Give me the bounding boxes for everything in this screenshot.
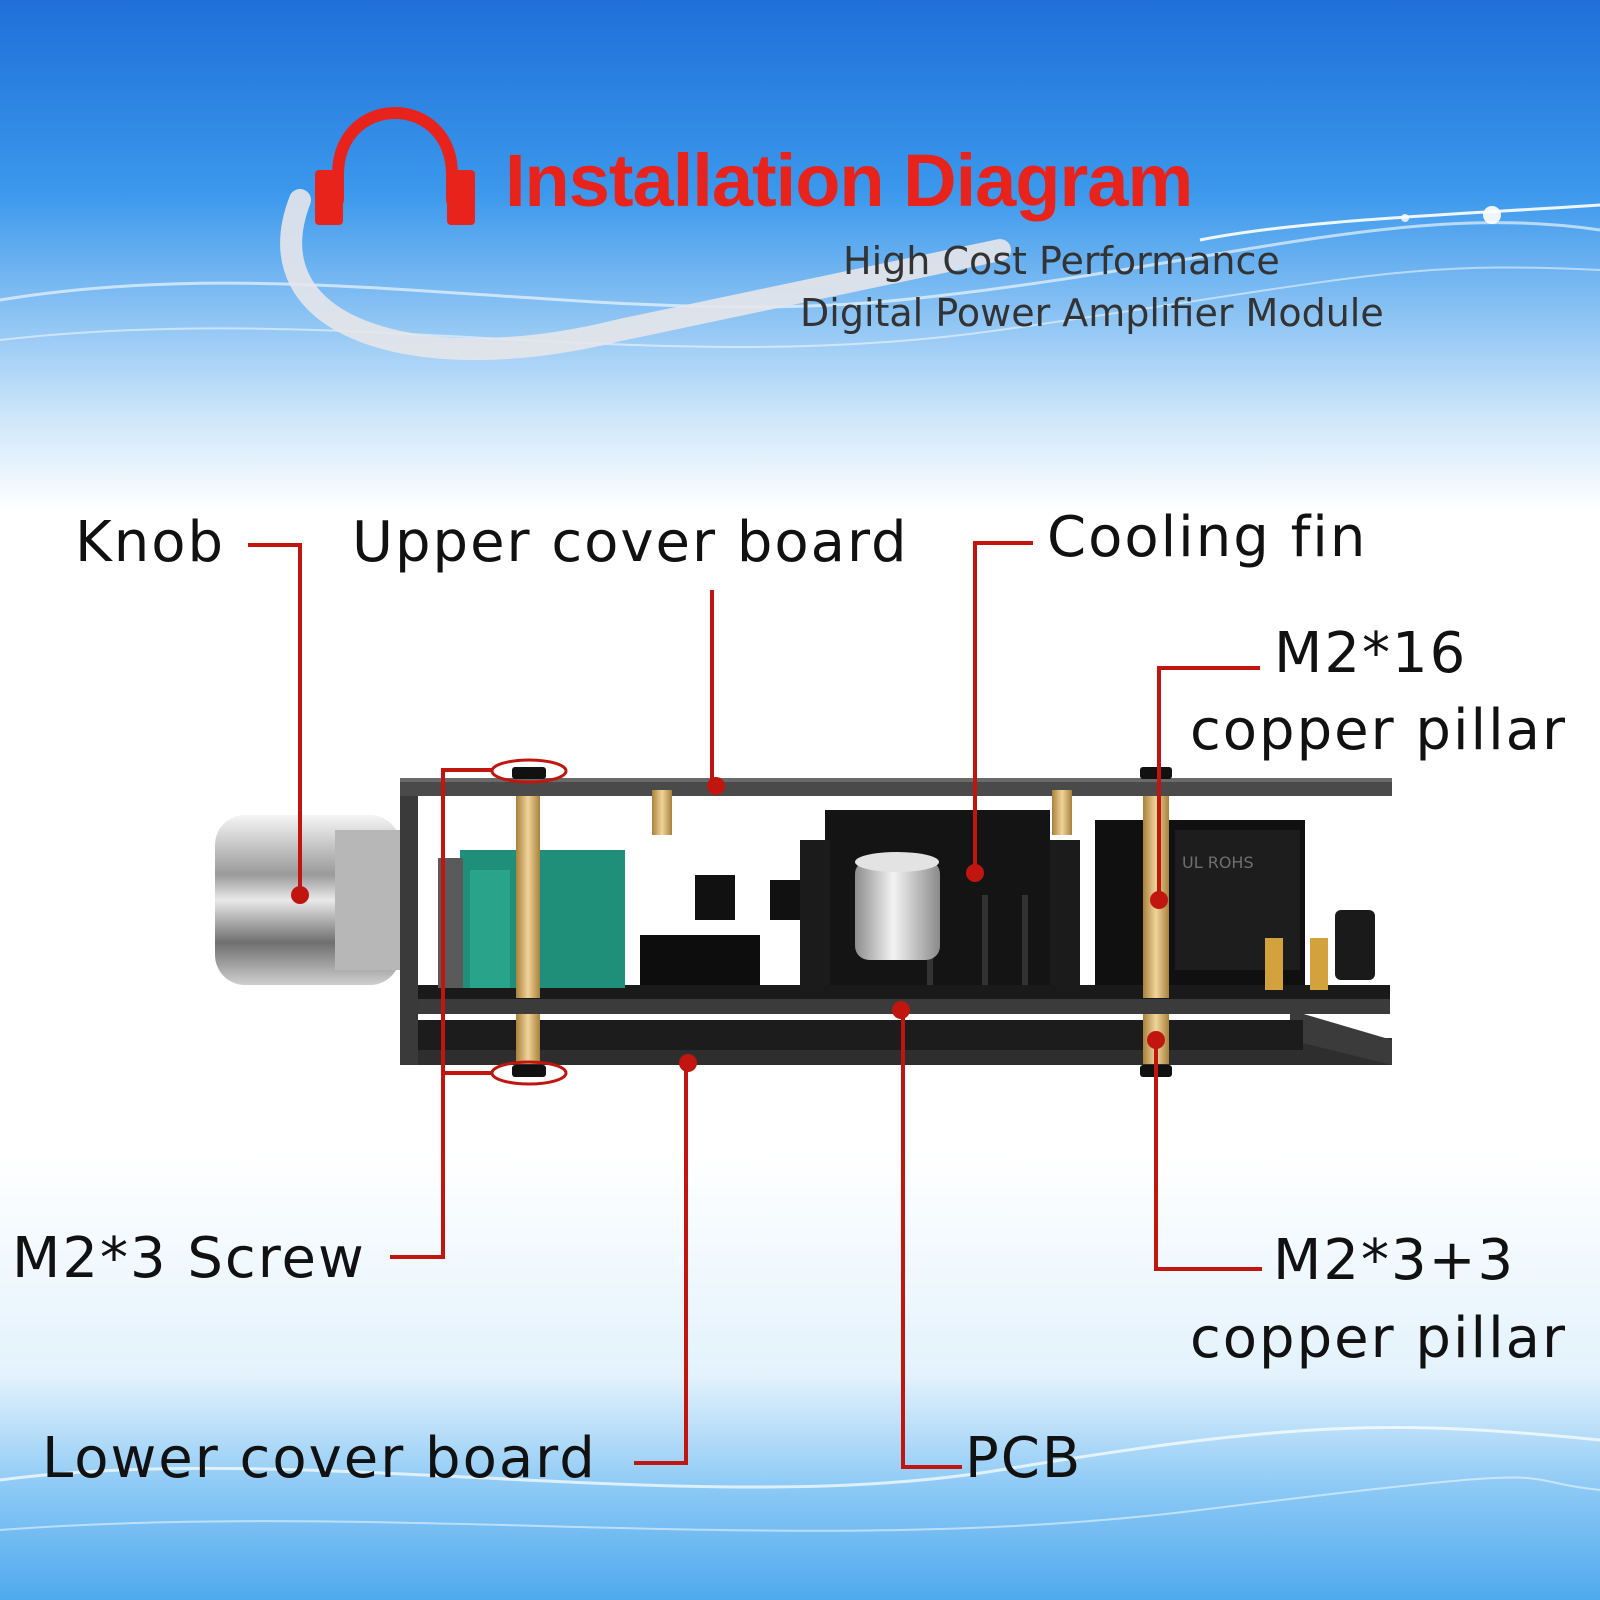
subtitle-line-1: High Cost Performance [843,239,1280,283]
marker-upper-cover [707,777,725,795]
marker-m2-3-3 [1147,1031,1165,1049]
component-marking: UL ROHS [1182,853,1254,872]
leader-knob [248,543,302,895]
label-upper-cover-board: Upper cover board [352,510,909,575]
label-m2-16-line2: copper pillar [1190,698,1567,763]
leader-lower-cover [634,1065,688,1465]
marker-knob [291,886,309,904]
label-knob: Knob [75,510,226,575]
marker-m2-16 [1150,891,1168,909]
headphone-icon [315,106,475,225]
leader-cooling-fin [973,541,1033,873]
subtitle-line-2: Digital Power Amplifier Module [800,291,1384,335]
label-lower-cover-board: Lower cover board [42,1426,597,1491]
leader-m2-3-screw-top [390,768,492,1259]
label-m2-3-3-line1: M2*3+3 [1273,1228,1516,1293]
marker-lower-cover [679,1054,697,1072]
label-m2-3-screw: M2*3 Screw [12,1226,366,1291]
label-pcb: PCB [965,1426,1083,1491]
page-title: Installation Diagram [505,139,1193,222]
leader-m2-3-3 [1154,1040,1262,1271]
marker-pcb [892,1001,910,1019]
leader-pcb [901,1012,962,1469]
knob-graphic [215,815,405,985]
leader-m2-16 [1157,666,1260,900]
marker-cooling-fin [966,864,984,882]
label-m2-3-3-line2: copper pillar [1190,1306,1567,1371]
label-m2-16-line1: M2*16 [1274,621,1468,686]
label-cooling-fin: Cooling fin [1047,505,1368,570]
